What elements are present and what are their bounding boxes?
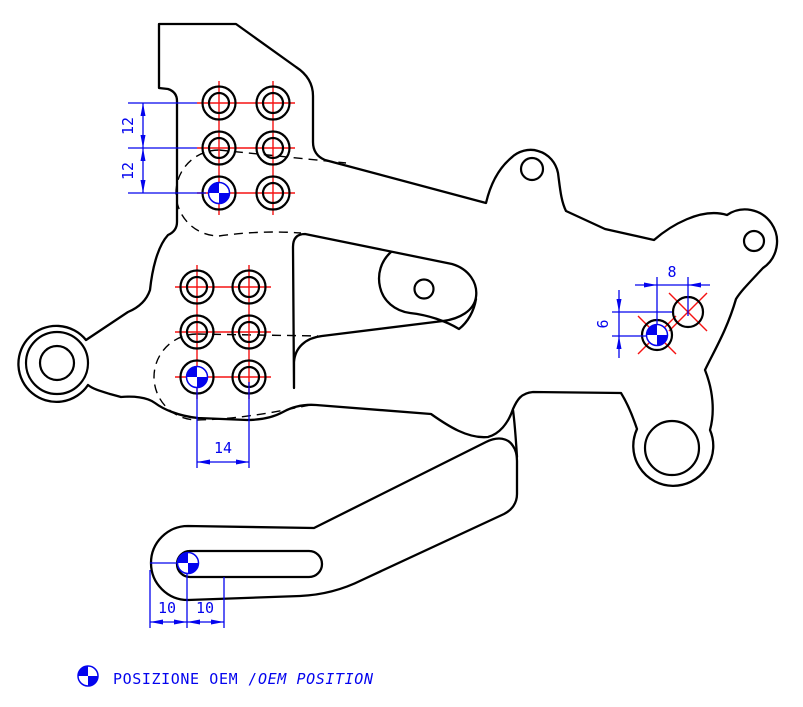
hidden-lever-lower-end (153, 333, 198, 421)
dimension-arrow (688, 282, 701, 288)
oem-position-marker (176, 551, 200, 575)
hidden-lever-upper-bottom-edge (218, 231, 302, 237)
oem-position-marker (645, 323, 669, 347)
legend-oem-marker (77, 665, 99, 687)
right-tab-hole (742, 229, 766, 253)
hidden-lever-lower-bottom-edge (196, 404, 311, 421)
dimension-arrow (616, 299, 622, 312)
boss-hole (643, 419, 701, 477)
oem-marker-quadrant (657, 335, 668, 346)
hidden-lines-layer (153, 149, 347, 421)
oem-position-marker (185, 365, 209, 389)
oem-marker-quadrant (197, 377, 208, 388)
oem-marker-quadrant (186, 366, 197, 377)
grid-hole-outer (179, 314, 215, 350)
grid-hole-outer (231, 269, 267, 305)
dimension-arrow (197, 459, 210, 465)
dimension-arrow (174, 619, 187, 625)
dimension-arrow (140, 148, 146, 161)
dimension: 10 (187, 577, 225, 628)
dimension-arrow (140, 180, 146, 193)
grid-hole-outer (255, 85, 291, 121)
dimension: 14 (196, 382, 250, 468)
legend: POSIZIONE OEM / OEM POSITION (77, 665, 374, 688)
grid-hole-outer (231, 314, 267, 350)
upper-tab-hole (519, 156, 545, 182)
grid-hole-inner (237, 320, 261, 344)
dimension-arrow (140, 103, 146, 116)
grid-hole-inner (261, 91, 285, 115)
grid-hole-inner (237, 275, 261, 299)
grid-hole-outer (201, 130, 237, 166)
part-outline (17, 22, 779, 487)
dimension: 12 (119, 102, 197, 149)
dimension-arrow (236, 459, 249, 465)
dimension-arrow (150, 619, 163, 625)
dimension-arrow (616, 336, 622, 349)
dimension-arrow (211, 619, 224, 625)
lever-arm-right-edge (511, 408, 519, 459)
dimension-label: 10 (196, 599, 214, 617)
holes-layer (24, 85, 766, 477)
oem-marker-quadrant (208, 182, 219, 193)
annotations-layer: 12 12 14 8 6 10 10 (119, 102, 710, 628)
grid-hole-inner (261, 181, 285, 205)
grid-hole-inner (185, 320, 209, 344)
oem-marker-quadrant (188, 563, 199, 574)
oem-position-marker (207, 181, 231, 205)
left-arm-hole-outer (24, 330, 90, 396)
dimension-arrow (644, 282, 657, 288)
dimension: 12 (119, 148, 206, 194)
dimension-label: 8 (667, 263, 676, 281)
grid-hole-inner (185, 275, 209, 299)
oem-marker-quadrant (177, 552, 188, 563)
oem-marker-quadrant (88, 676, 98, 686)
dimension-label: 12 (119, 117, 137, 135)
grid-hole-outer (255, 130, 291, 166)
grid-hole-outer (201, 85, 237, 121)
dimension-label: 6 (594, 319, 612, 328)
oem-marker-quadrant (646, 324, 657, 335)
grid-hole-inner (207, 136, 231, 160)
dimension-arrow (140, 135, 146, 148)
gusset-hole (413, 278, 435, 300)
legend-oem-marker-slot (77, 665, 99, 687)
dimension-arrow (187, 619, 200, 625)
dimension: 6 (594, 290, 672, 358)
grid-hole-inner (261, 136, 285, 160)
grid-hole-outer (255, 175, 291, 211)
grid-hole-outer (179, 269, 215, 305)
dimension-label: 10 (158, 599, 176, 617)
window-cutout (291, 232, 478, 390)
dimension-label: 12 (119, 162, 137, 180)
dimension-label: 14 (214, 439, 232, 457)
grid-hole-inner (207, 91, 231, 115)
gusset-tab (377, 250, 478, 331)
centerlines-layer (175, 81, 708, 399)
lever-arm (149, 437, 519, 602)
oem-marker-quadrant (78, 666, 88, 676)
oem-marker-quadrant (219, 193, 230, 204)
legend-text-english: OEM POSITION (258, 670, 374, 688)
left-arm-hole-inner (38, 344, 76, 382)
legend-text-italian: POSIZIONE OEM / (113, 670, 257, 688)
